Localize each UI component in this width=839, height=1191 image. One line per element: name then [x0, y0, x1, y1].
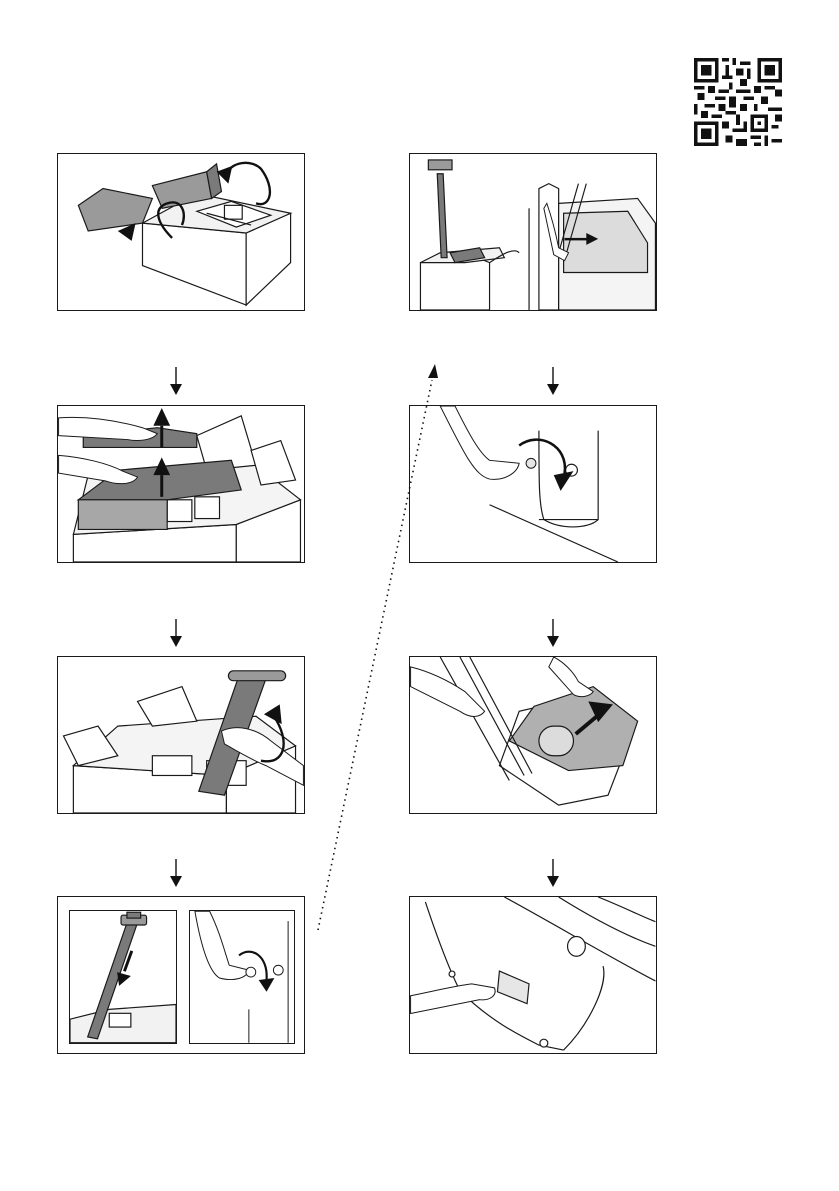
step-lift-stand-panel — [57, 656, 305, 814]
stand-on-insert-illustration — [410, 154, 656, 310]
remove-inserts-illustration — [58, 406, 304, 562]
lift-stand-illustration — [58, 657, 304, 813]
down-arrow-icon — [547, 367, 559, 395]
down-arrow-icon — [547, 619, 559, 647]
qr-code-icon[interactable] — [694, 58, 782, 146]
tighten-screw-illustration — [410, 406, 656, 562]
open-box-illustration — [58, 154, 304, 310]
down-arrow-icon — [170, 619, 182, 647]
down-arrow-icon — [547, 859, 559, 887]
device-rear-illustration — [410, 897, 656, 1053]
step-open-box-panel — [57, 153, 305, 311]
step-remove-film-panel — [409, 656, 657, 814]
step-fold-stand-panel — [57, 896, 305, 1054]
step-stand-on-insert-panel — [409, 153, 657, 311]
step-remove-inserts-panel — [57, 405, 305, 563]
tighten-screw-subpanel — [189, 910, 295, 1044]
down-arrow-icon — [170, 859, 182, 887]
fold-stand-subpanel — [69, 910, 177, 1044]
down-arrow-icon — [170, 367, 182, 395]
step-device-rear-panel — [409, 896, 657, 1054]
step-tighten-screw-panel — [409, 405, 657, 563]
remove-film-illustration — [410, 657, 656, 813]
